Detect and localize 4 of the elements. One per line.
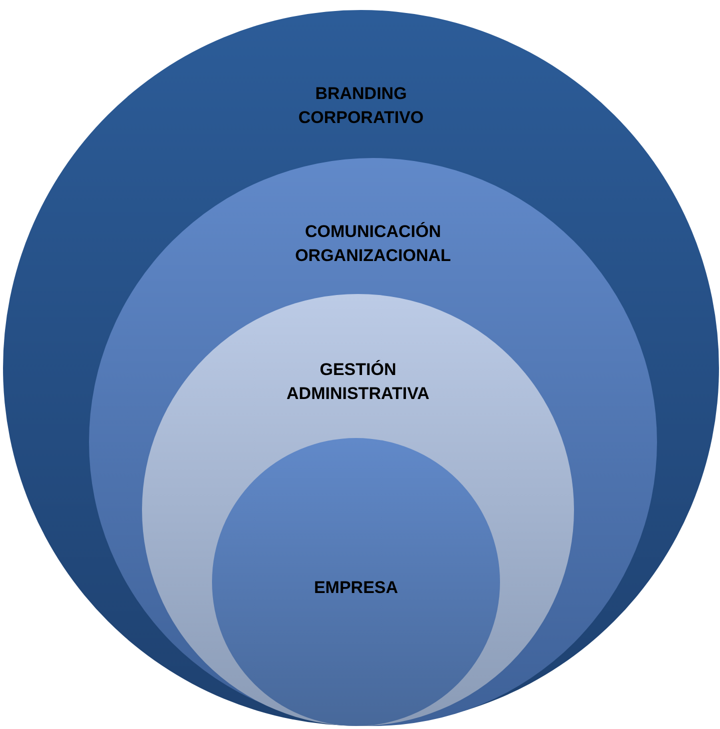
circle-label: GESTIÓN ADMINISTRATIVA: [286, 359, 430, 405]
circle-label: COMUNICACIÓN ORGANIZACIONAL: [294, 221, 452, 267]
circle-label: BRANDING CORPORATIVO: [297, 83, 425, 129]
circle-label: EMPRESA: [312, 577, 400, 599]
